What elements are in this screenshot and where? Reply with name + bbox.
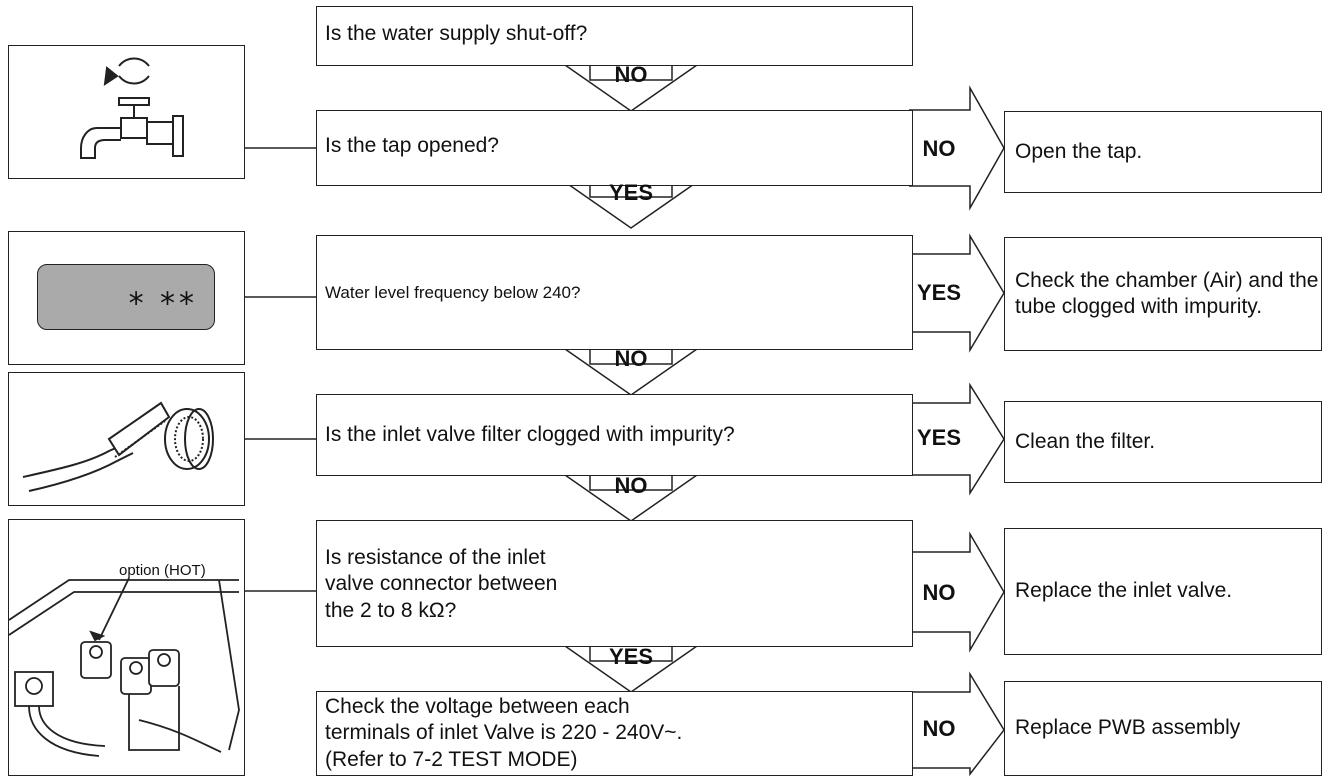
brush-filter-icon <box>22 401 214 492</box>
question-box-3: Water level frequency below 240? <box>316 235 913 350</box>
result-text: Open the tap. <box>1015 139 1143 163</box>
result-box-1: Open the tap. <box>1004 111 1322 193</box>
question-box-5: Is resistance of the inlet valve connect… <box>316 520 913 647</box>
valve-annotation: option (HOT) <box>119 562 206 579</box>
question-text: Is the water supply shut-off? <box>325 22 588 45</box>
question-box-2: Is the tap opened? <box>316 110 913 186</box>
tap-illustration <box>8 45 245 179</box>
down-arrow <box>562 64 700 112</box>
side-label: YES <box>916 280 962 305</box>
question-text: Is the inlet valve filter clogged with i… <box>325 422 735 446</box>
result-box-4: Replace the inlet valve. <box>1004 528 1322 655</box>
valve-icon <box>8 577 240 757</box>
down-arrow <box>562 474 700 522</box>
side-label: NO <box>922 580 956 605</box>
result-text: Clean the filter. <box>1015 429 1156 453</box>
question-box-1: Is the water supply shut-off? <box>316 6 913 66</box>
side-label: NO <box>922 716 956 741</box>
tap-icon <box>80 57 184 159</box>
question-box-4: Is the inlet valve filter clogged with i… <box>316 394 913 476</box>
question-text: Water level frequency below 240? <box>325 282 581 302</box>
down-label: NO <box>614 473 648 498</box>
result-text: Check the chamber (Air) and the tube clo… <box>1015 268 1319 318</box>
display-illustration: ⁎ ⁎⁎ <box>8 231 245 365</box>
result-box-5: Replace PWB assembly <box>1004 681 1322 776</box>
side-label: YES <box>916 425 962 450</box>
result-text: Replace PWB assembly <box>1015 716 1241 740</box>
down-arrow <box>562 645 700 693</box>
filter-cleaning-illustration <box>8 372 245 506</box>
question-text: Is resistance of the inlet valve connect… <box>325 546 558 622</box>
display-readout: ⁎ ⁎⁎ <box>128 278 198 311</box>
down-label: NO <box>614 346 648 371</box>
result-box-2: Check the chamber (Air) and the tube clo… <box>1004 237 1322 351</box>
question-text: Is the tap opened? <box>325 134 499 157</box>
down-arrow <box>562 348 700 396</box>
down-label: YES <box>608 180 654 205</box>
result-text: Replace the inlet valve. <box>1015 579 1233 603</box>
down-label: YES <box>608 644 654 669</box>
question-text: Check the voltage between each terminals… <box>325 695 683 771</box>
inlet-valve-illustration: option (HOT) <box>8 519 245 776</box>
result-box-3: Clean the filter. <box>1004 401 1322 483</box>
display-panel: ⁎ ⁎⁎ <box>37 264 215 330</box>
question-box-6: Check the voltage between each terminals… <box>316 691 913 776</box>
down-label: NO <box>614 62 648 87</box>
side-label: NO <box>922 136 956 161</box>
